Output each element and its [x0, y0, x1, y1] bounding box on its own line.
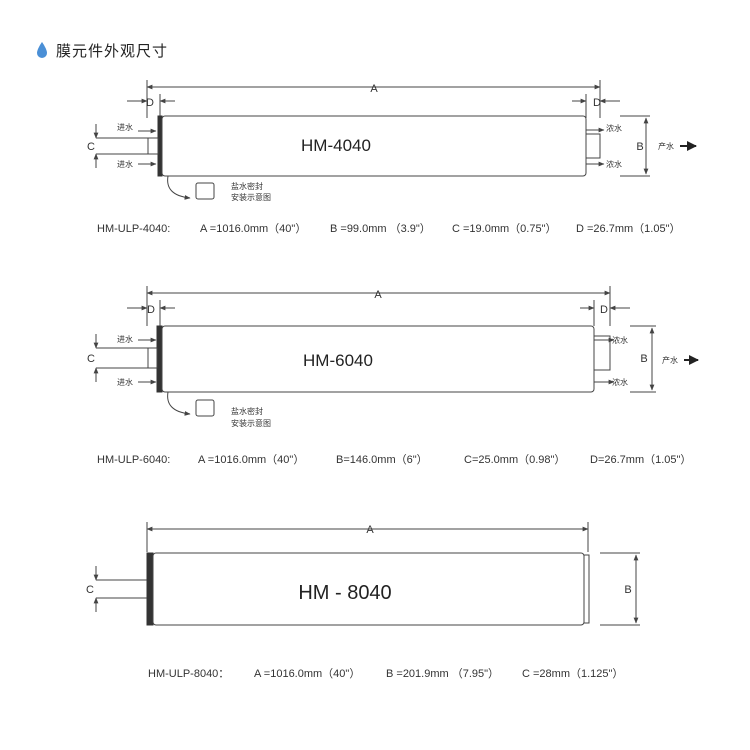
element-4040-drawing: [93, 80, 697, 200]
spec-c: C=25.0mm（0.98"）: [464, 453, 565, 466]
seal-callout-arrow: [167, 175, 191, 200]
dim-d-label: D: [600, 304, 608, 316]
center-tube-left: [147, 137, 159, 155]
brine-seal: [156, 325, 163, 393]
spec-name: HM-ULP-8040：: [148, 668, 229, 680]
spec-a: A =1016.0mm（40"）: [200, 222, 306, 235]
section-header: 膜元件外观尺寸: [36, 38, 168, 62]
element-6040-drawing: [93, 286, 699, 417]
concentrate-label: 浓水: [612, 335, 628, 345]
seal-icon: [195, 182, 215, 200]
element-8040-drawing: [93, 522, 640, 626]
dim-a-label: A: [366, 524, 374, 536]
dim-b-label: B: [624, 584, 631, 596]
dim-c-label: C: [87, 353, 95, 365]
spec-a: A =1016.0mm（40"）: [198, 453, 304, 466]
spec-name: HM-ULP-4040:: [97, 223, 170, 235]
seal-icon: [195, 399, 215, 417]
inlet-label: 进水: [117, 334, 133, 344]
spec-c: C =28mm（1.125"）: [522, 667, 623, 680]
product-label: 产水: [658, 141, 674, 151]
dim-d-label: D: [146, 97, 154, 109]
seal-label: 安装示意图: [231, 192, 271, 202]
concentrate-label: 浓水: [606, 159, 622, 169]
dim-d-label: D: [147, 304, 155, 316]
dim-c-label: C: [87, 141, 95, 153]
inlet-label: 进水: [117, 122, 133, 132]
section-title: 膜元件外观尺寸: [56, 41, 169, 60]
membrane-body: [161, 115, 587, 177]
spec-name: HM-ULP-6040:: [97, 454, 170, 466]
membrane-body: [161, 325, 595, 393]
seal-label: 盐水密封: [231, 406, 263, 416]
seal-callout-arrow: [167, 391, 191, 416]
product-label: 产水: [662, 355, 678, 365]
spec-b: B=146.0mm（6"）: [336, 453, 428, 466]
model-name: HM-4040: [301, 136, 371, 155]
center-tube-right: [585, 133, 601, 159]
concentrate-label: 浓水: [606, 123, 622, 133]
dim-c-label: C: [86, 584, 94, 596]
inlet-label: 进水: [117, 377, 133, 387]
model-name: HM - 8040: [298, 582, 391, 604]
inlet-label: 进水: [117, 159, 133, 169]
spec-c: C =19.0mm（0.75"）: [452, 222, 556, 235]
dim-b-label: B: [640, 353, 647, 365]
dim-a-label: A: [370, 83, 378, 95]
brine-seal: [146, 552, 154, 626]
center-tube-right: [593, 335, 611, 371]
dim-b-label: B: [636, 141, 643, 153]
dim-d-label: D: [593, 97, 601, 109]
concentrate-label: 浓水: [612, 377, 628, 387]
water-drop-icon: [37, 42, 47, 58]
spec-a: A =1016.0mm（40"）: [254, 667, 360, 680]
spec-d: D =26.7mm（1.05"）: [576, 222, 680, 235]
spec-b: B =201.9mm （7.95"）: [386, 667, 499, 680]
seal-label: 安装示意图: [231, 418, 271, 428]
spec-b: B =99.0mm （3.9"）: [330, 222, 431, 235]
seal-label: 盐水密封: [231, 181, 263, 191]
end-cap: [583, 554, 590, 624]
dim-a-label: A: [374, 289, 382, 301]
spec-d: D=26.7mm（1.05"）: [590, 453, 691, 466]
model-name: HM-6040: [303, 351, 373, 370]
center-tube-left: [147, 347, 158, 369]
brine-seal: [157, 115, 163, 177]
